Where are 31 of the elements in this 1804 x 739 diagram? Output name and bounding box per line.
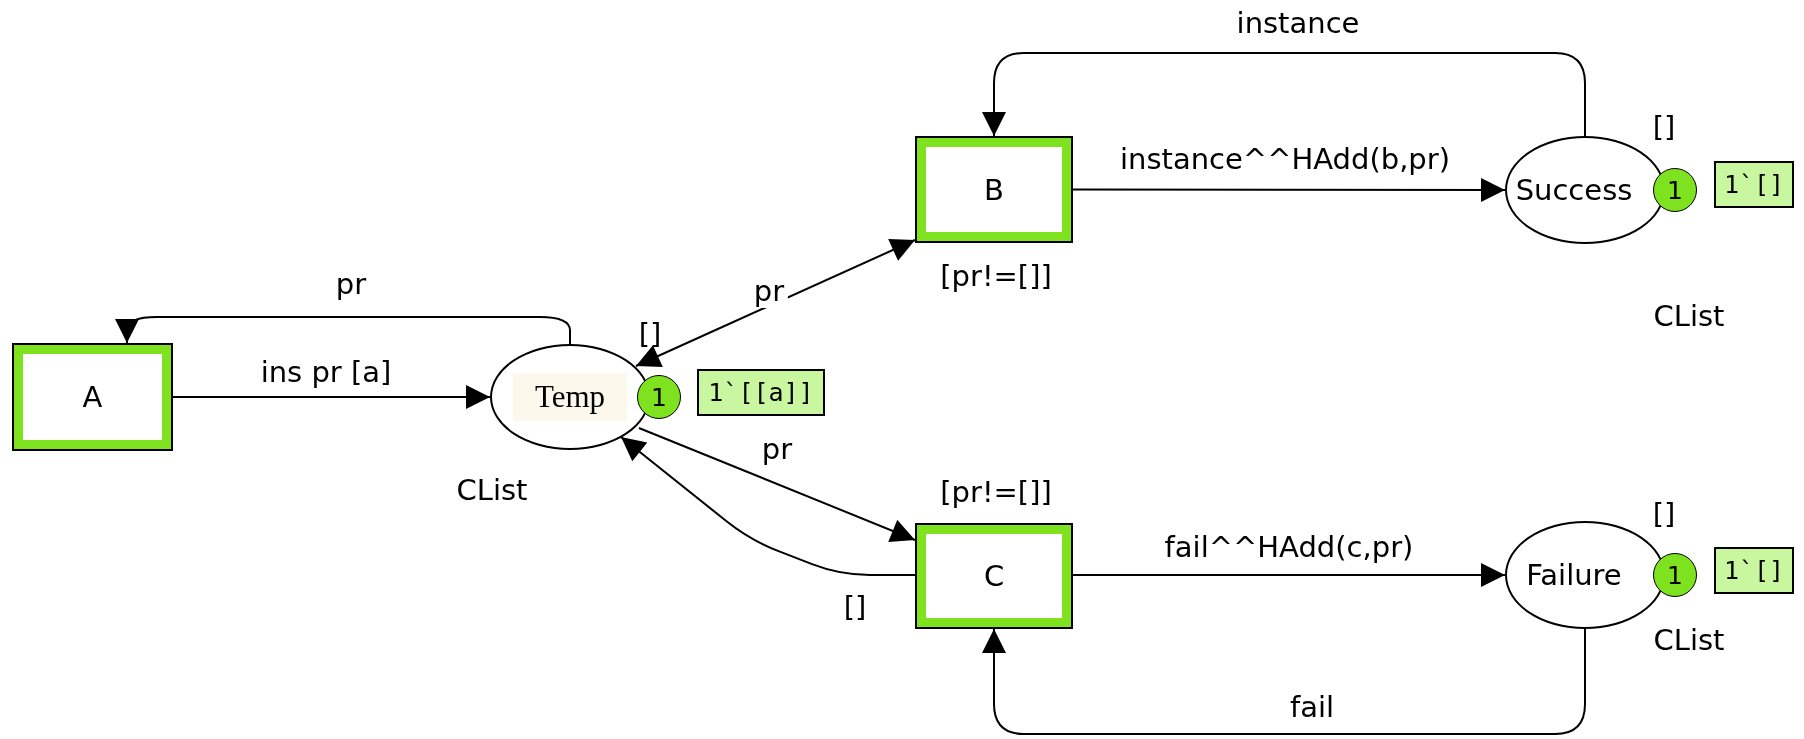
arc-arrow [1072,563,1506,587]
arc-arrow [1072,177,1506,202]
transition-box [915,523,1073,629]
place-name: Success [1515,173,1634,207]
arc-arrow [620,435,916,576]
transition-name: A [82,380,103,414]
marking-box: 1`[] [1714,161,1794,208]
inscription-text: CList [1653,623,1725,657]
inscription-text: [] [638,317,662,351]
token-circle: 1 [1653,168,1697,212]
arc-arrow [982,52,1586,137]
arc-arrow [635,238,916,368]
token-circle: 1 [637,375,681,419]
inscription-text: [] [1652,110,1676,144]
arc-arrow [172,385,491,409]
marking-box: 1`[] [1714,547,1794,594]
inscription-text: CList [1653,299,1725,333]
token-circle: 1 [1653,553,1697,597]
transition-name: B [984,172,1004,207]
arc-arrow [982,628,1586,735]
marking-box: 1`[[a]] [697,369,825,416]
arc-arrow [115,316,571,345]
place-name: Temp [512,373,628,421]
inscription-text: [pr!=[]] [940,475,1052,509]
transition-box [12,343,173,451]
transition-name: C [983,559,1005,593]
inscription-text: [] [1652,497,1676,531]
transition-box [915,136,1073,243]
place-name: Failure [1526,558,1623,592]
inscription-text: CList [456,473,528,507]
inscription-text: [pr!=[]] [940,259,1052,293]
